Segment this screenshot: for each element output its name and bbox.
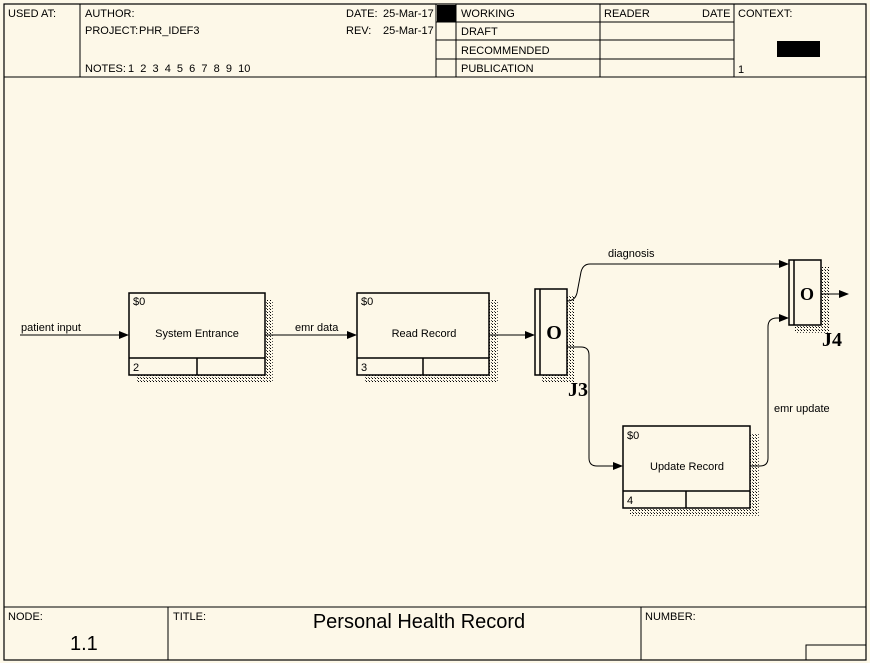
junction-j3[interactable]: O J3 — [534, 288, 588, 401]
number-label: NUMBER: — [645, 611, 696, 623]
box-number: 3 — [361, 362, 367, 374]
junction-label: J4 — [822, 329, 842, 351]
uob-box-system-entrance[interactable]: $0 System Entrance 2 — [128, 292, 266, 376]
arrow-emr-data[interactable]: emr data — [265, 322, 357, 339]
node-label: NODE: — [8, 611, 43, 623]
context-thumbnail — [777, 41, 820, 57]
rev-label: REV: — [346, 25, 371, 37]
arrow-diagnosis[interactable]: diagnosis — [566, 248, 789, 302]
node-value: 1.1 — [70, 633, 98, 655]
box-label: Update Record — [650, 461, 724, 473]
box-cost: $0 — [627, 430, 639, 442]
used-at-label: USED AT: — [8, 8, 56, 20]
box-number: 4 — [627, 495, 633, 507]
header-block: USED AT: AUTHOR: PROJECT: PHR_IDEF3 NOTE… — [4, 4, 866, 78]
arrow-label: emr update — [774, 403, 830, 415]
arrow-label: emr data — [295, 322, 339, 334]
box-cost: $0 — [361, 296, 373, 308]
title-value: Personal Health Record — [313, 611, 525, 633]
status-recommended: RECOMMENDED — [461, 45, 550, 57]
junction-type: O — [800, 284, 814, 304]
project-value: PHR_IDEF3 — [139, 25, 200, 37]
author-label: AUTHOR: — [85, 8, 135, 20]
junction-j4[interactable]: O J4 — [788, 259, 842, 351]
status-publication: PUBLICATION — [461, 63, 534, 75]
junction-label: J3 — [568, 379, 588, 401]
arrow-patient-input[interactable]: patient input — [20, 322, 129, 339]
arrow-label: patient input — [21, 322, 81, 334]
reader-label: READER — [604, 8, 650, 20]
status-draft: DRAFT — [461, 26, 498, 38]
notes-numbers: 1 2 3 4 5 6 7 8 9 10 — [128, 63, 250, 75]
box-label: Read Record — [392, 328, 457, 340]
status-working-marker — [437, 5, 456, 22]
box-number: 2 — [133, 362, 139, 374]
date-value: 25-Mar-17 — [383, 8, 434, 20]
notes-label: NOTES: — [85, 63, 126, 75]
context-value: 1 — [738, 64, 744, 76]
context-label: CONTEXT: — [738, 8, 792, 20]
uob-box-read-record[interactable]: $0 Read Record 3 — [356, 292, 490, 376]
date-label: DATE: — [346, 8, 378, 20]
box-label: System Entrance — [155, 328, 239, 340]
uob-box-update-record[interactable]: $0 Update Record 4 — [622, 425, 751, 509]
box-cost: $0 — [133, 296, 145, 308]
junction-type: O — [546, 322, 562, 344]
title-label: TITLE: — [173, 611, 206, 623]
reader-date-label: DATE — [702, 8, 731, 20]
arrow-label: diagnosis — [608, 248, 655, 260]
footer-block: NODE: 1.1 TITLE: Personal Health Record … — [4, 606, 867, 661]
arrow-emr-update[interactable]: emr update — [750, 314, 830, 467]
arrow-j3-to-update[interactable] — [567, 346, 623, 470]
status-working: WORKING — [461, 8, 515, 20]
project-label: PROJECT: — [85, 25, 138, 37]
rev-value: 25-Mar-17 — [383, 25, 434, 37]
